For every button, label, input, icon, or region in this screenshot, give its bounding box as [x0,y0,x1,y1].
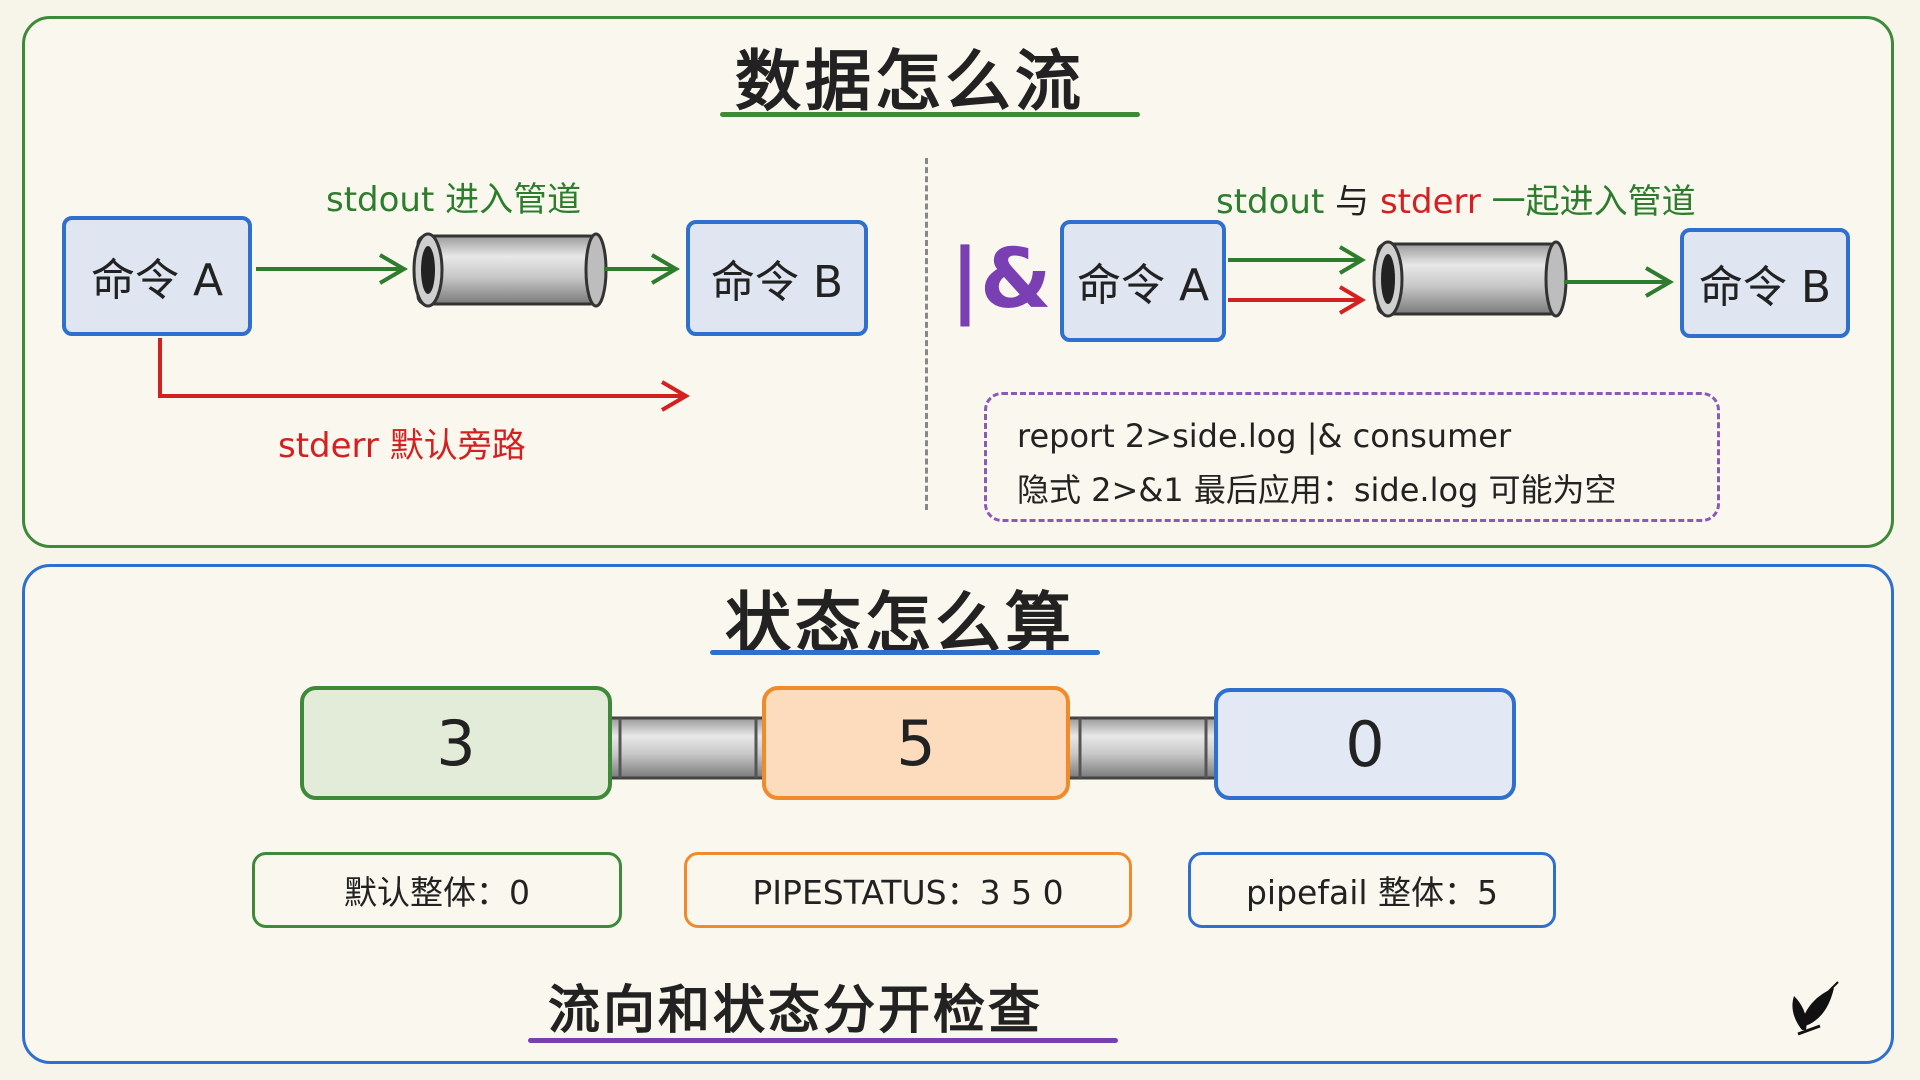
pipestatus-box: PIPESTATUS：3 5 0 [684,852,1132,928]
label-rest: 一起进入管道 [1491,182,1696,222]
status-box-cmd2: 5 [762,686,1070,800]
data-flow-title-underline [720,112,1140,117]
status-pipe-1 [606,716,770,780]
stdout-arrow-left-out [604,253,680,285]
stdout-stderr-label-right: stdout 与 stderr 一起进入管道 [1216,174,1696,223]
label-and: 与 [1335,182,1370,222]
panel-divider [925,158,928,510]
footer-title: 流向和状态分开检查 [548,981,1044,1041]
status-title-underline [710,650,1100,655]
pipe-icon-right [1372,240,1568,318]
stdout-arrow-left [256,253,408,285]
status-pipe-2 [1066,716,1220,780]
status-title: 状态怎么算 [725,585,1075,662]
stdout-arrow-right [1228,245,1366,275]
status-box-cmd3: 0 [1214,688,1516,800]
label-stderr: stderr [1379,182,1481,222]
stdout-arrow-right-out [1564,266,1674,298]
stderr-bypass-arrow [158,338,690,412]
command-b-box-left: 命令 B [686,220,868,336]
stderr-arrow-right [1228,285,1366,315]
command-b-box-right: 命令 B [1680,228,1850,338]
data-flow-title: 数据怎么流 [735,43,1085,120]
command-a-box-right: 命令 A [1060,220,1226,342]
code-line-note: 隐式 2>&1 最后应用：side.log 可能为空 [1017,471,1617,509]
status-box-cmd1: 3 [300,686,612,800]
butterfly-icon [1792,981,1839,1036]
pipe-icon-left [412,232,608,308]
default-status-box: 默认整体：0 [252,852,622,928]
code-example-box: report 2>side.log |& consumer 隐式 2>&1 最后… [984,392,1720,522]
pipe-ampersand-operator: |& [950,232,1052,327]
command-a-box-left: 命令 A [62,216,252,336]
label-stdout: stdout [1216,182,1325,222]
code-line-command: report 2>side.log |& consumer [1017,417,1512,455]
pipefail-status-box: pipefail 整体：5 [1188,852,1556,928]
status-panel [22,564,1894,1064]
stdout-label-left: stdout 进入管道 [326,180,582,220]
stderr-label-left: stderr 默认旁路 [278,426,526,466]
footer-underline [528,1038,1118,1043]
